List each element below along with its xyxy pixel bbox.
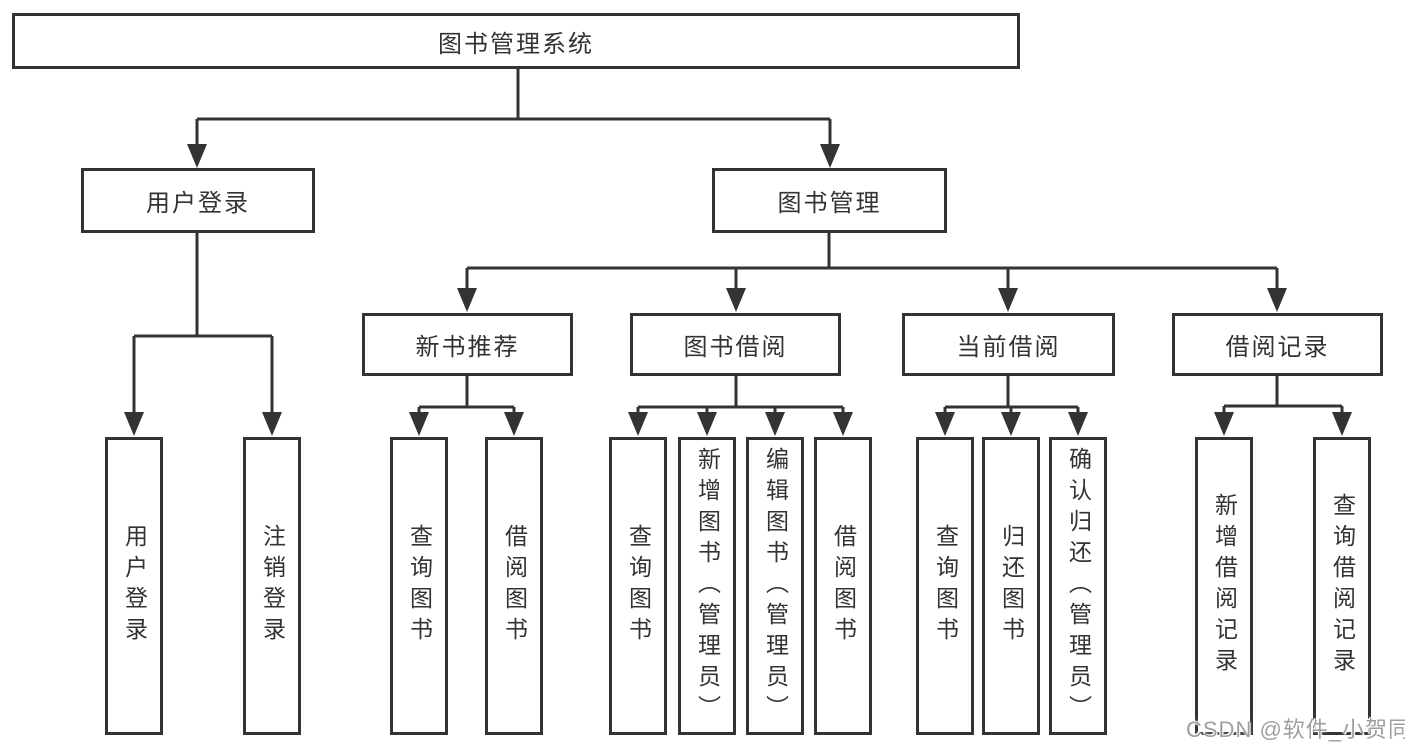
leaf-query-books-borrow: 查询图书 <box>609 437 667 735</box>
node-library-management-system: 图书管理系统 <box>12 13 1020 69</box>
node-label: 新增图书（管理员） <box>694 446 721 726</box>
node-label: 编辑图书（管理员） <box>762 446 789 726</box>
node-label: 借阅图书 <box>830 524 857 648</box>
leaf-add-borrow-record: 新增借阅记录 <box>1195 437 1253 735</box>
node-current-borrowing: 当前借阅 <box>902 313 1115 376</box>
node-new-book-recommendation: 新书推荐 <box>362 313 573 376</box>
node-book-borrowing: 图书借阅 <box>630 313 841 376</box>
leaf-logout: 注销登录 <box>243 437 301 735</box>
csdn-watermark: CSDN @软件_小贺同学 <box>1186 717 1405 742</box>
node-label: 新增借阅记录 <box>1211 493 1238 679</box>
leaf-query-books-current: 查询图书 <box>916 437 974 735</box>
node-label: 查询图书 <box>932 524 959 648</box>
arrowheads <box>124 144 1352 436</box>
leaf-query-borrow-record: 查询借阅记录 <box>1313 437 1371 735</box>
leaf-borrow-books-recommend: 借阅图书 <box>485 437 543 735</box>
node-label: 当前借阅 <box>956 334 1061 361</box>
node-label: 用户登录 <box>146 190 250 217</box>
leaf-edit-book-admin: 编辑图书（管理员） <box>746 437 804 735</box>
leaf-query-books-recommend: 查询图书 <box>390 437 448 735</box>
leaf-borrow-books: 借阅图书 <box>814 437 872 735</box>
leaf-user-login: 用户登录 <box>105 437 163 735</box>
leaf-return-book: 归还图书 <box>982 437 1040 735</box>
node-borrowing-records: 借阅记录 <box>1172 313 1383 376</box>
node-label: 图书借阅 <box>683 334 788 361</box>
node-label: 图书管理系统 <box>438 30 594 58</box>
leaf-confirm-return-admin: 确认归还（管理员） <box>1049 437 1107 735</box>
node-label: 图书管理 <box>777 190 882 217</box>
node-label: 新书推荐 <box>415 334 520 361</box>
node-label: 归还图书 <box>998 524 1025 648</box>
node-label: 借阅记录 <box>1225 334 1330 361</box>
node-label: 查询借阅记录 <box>1329 493 1356 679</box>
node-label: 注销登录 <box>259 524 286 648</box>
node-book-management: 图书管理 <box>712 168 947 233</box>
node-label: 借阅图书 <box>501 524 528 648</box>
node-label: 用户登录 <box>121 524 148 648</box>
node-user-login: 用户登录 <box>81 168 315 233</box>
node-label: 查询图书 <box>406 524 433 648</box>
leaf-add-book-admin: 新增图书（管理员） <box>678 437 736 735</box>
node-label: 查询图书 <box>625 524 652 648</box>
node-label: 确认归还（管理员） <box>1065 446 1092 726</box>
